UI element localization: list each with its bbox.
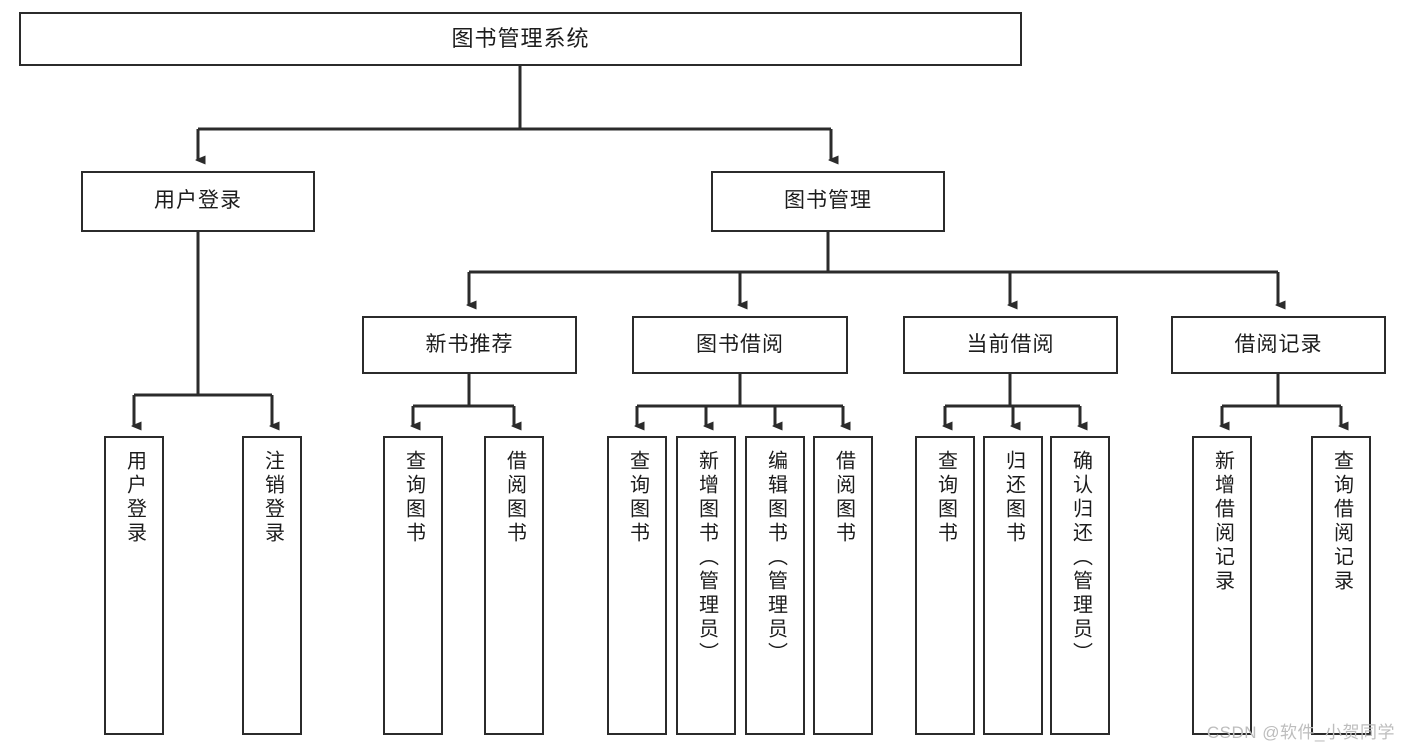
node-label: 用户登录 — [154, 189, 242, 213]
watermark-text: CSDN @软件_小贺同学 — [1206, 723, 1395, 742]
node-label: 新书推荐 — [425, 332, 514, 356]
node-label: 查询图书 — [934, 450, 957, 546]
node-book-management[interactable]: 图书管理 — [711, 171, 945, 232]
leaf-current-query-book[interactable]: 查询图书 — [915, 436, 975, 735]
node-label: 查询图书 — [402, 450, 425, 546]
node-label: 借阅记录 — [1234, 332, 1323, 356]
leaf-borrow-borrow-book[interactable]: 借阅图书 — [813, 436, 873, 735]
node-label: 注销登录 — [261, 450, 284, 546]
leaf-current-confirm-return-admin[interactable]: 确认归还（管理员） — [1050, 436, 1110, 735]
node-label: 编辑图书（管理员） — [764, 450, 787, 666]
leaf-current-return-book[interactable]: 归还图书 — [983, 436, 1043, 735]
node-label: 图书管理 — [784, 189, 872, 213]
node-book-borrow[interactable]: 图书借阅 — [632, 316, 848, 374]
leaf-borrow-add-book-admin[interactable]: 新增图书（管理员） — [676, 436, 736, 735]
node-label: 确认归还（管理员） — [1069, 450, 1092, 666]
node-label: 新增借阅记录 — [1211, 450, 1234, 594]
node-user-login[interactable]: 用户登录 — [81, 171, 315, 232]
node-current-borrow[interactable]: 当前借阅 — [903, 316, 1118, 374]
node-label: 当前借阅 — [966, 332, 1055, 356]
leaf-borrow-query-book[interactable]: 查询图书 — [607, 436, 667, 735]
leaf-logout-login[interactable]: 注销登录 — [242, 436, 302, 735]
node-label: 新增图书（管理员） — [695, 450, 718, 666]
node-label: 借阅图书 — [832, 450, 855, 546]
leaf-recommend-query-book[interactable]: 查询图书 — [383, 436, 443, 735]
node-label: 查询图书 — [626, 450, 649, 546]
node-label: 用户登录 — [123, 450, 146, 546]
node-label: 图书管理系统 — [451, 26, 590, 52]
leaf-borrow-edit-book-admin[interactable]: 编辑图书（管理员） — [745, 436, 805, 735]
leaf-user-login[interactable]: 用户登录 — [104, 436, 164, 735]
leaf-recommend-borrow-book[interactable]: 借阅图书 — [484, 436, 544, 735]
leaf-record-query-record[interactable]: 查询借阅记录 — [1311, 436, 1371, 735]
node-label: 查询借阅记录 — [1330, 450, 1353, 594]
node-label: 图书借阅 — [696, 332, 784, 356]
node-label: 归还图书 — [1002, 450, 1025, 546]
node-new-book-recommend[interactable]: 新书推荐 — [362, 316, 577, 374]
node-label: 借阅图书 — [503, 450, 526, 546]
leaf-record-add-record[interactable]: 新增借阅记录 — [1192, 436, 1252, 735]
node-borrow-record[interactable]: 借阅记录 — [1171, 316, 1386, 374]
node-root-system[interactable]: 图书管理系统 — [19, 12, 1022, 66]
